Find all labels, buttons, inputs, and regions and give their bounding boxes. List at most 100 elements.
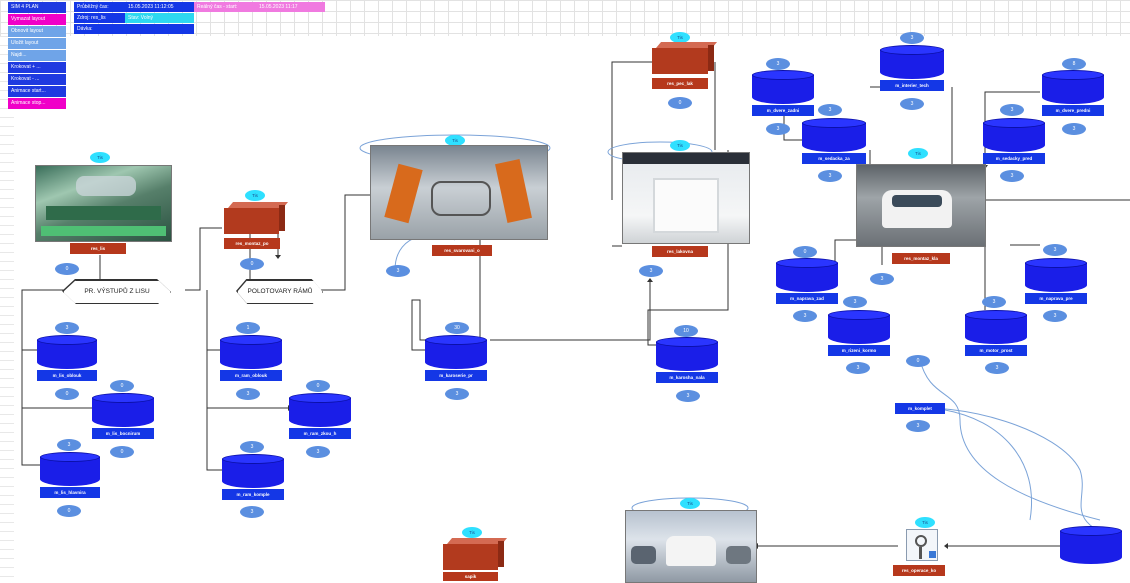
store-cylinder[interactable] — [983, 118, 1045, 152]
paint-booth-image[interactable] — [622, 152, 750, 244]
store-cylinder[interactable] — [880, 45, 944, 79]
store-count-bottom: 3 — [445, 388, 469, 400]
assembly-box[interactable] — [224, 202, 289, 234]
store-count-top: 3 — [1000, 104, 1024, 116]
store-count-bottom: 3 — [846, 362, 870, 374]
count-badge: 0 — [55, 263, 79, 275]
store-label: m_lis_bocnirum — [92, 428, 154, 439]
store-label: m_rizeni_kormo — [828, 345, 890, 356]
animation-start-button[interactable]: Animace start... — [8, 86, 66, 97]
store-cylinder[interactable] — [752, 70, 814, 104]
welding-robots-image[interactable] — [370, 145, 548, 240]
step-forward-button[interactable]: Krokovat + ... — [8, 62, 66, 73]
source-label: Zdroj: res_lis — [74, 13, 127, 23]
store-cylinder[interactable] — [1025, 258, 1087, 292]
store-cylinder[interactable] — [92, 393, 154, 427]
count-badge: 0 — [668, 97, 692, 109]
store-count-top: 3 — [57, 439, 81, 451]
store-count-bottom: 3 — [985, 362, 1009, 374]
resource-label: res_lis — [70, 243, 126, 254]
menu-title[interactable]: SIM 4 PLAN — [8, 2, 66, 13]
finished-cars-image[interactable] — [625, 510, 757, 583]
batch-label: Dávka: — [74, 24, 127, 34]
resource-label: res_montaz_po — [224, 238, 280, 249]
source-status: Stav: Volný — [125, 13, 194, 23]
count-badge: 0 — [240, 258, 264, 270]
store-cylinder[interactable] — [802, 118, 866, 152]
store-cylinder[interactable] — [828, 310, 890, 344]
store-count-bottom: 3 — [236, 388, 260, 400]
count-badge: 3 — [870, 273, 894, 285]
store-cylinder[interactable] — [776, 258, 838, 292]
store-count-bottom: 3 — [676, 390, 700, 402]
resource-label: res_lakovna — [652, 246, 708, 257]
store-count-top: 3 — [818, 104, 842, 116]
time-value: 15.05.2023 11:12:05 — [125, 2, 194, 12]
store-count-bottom: 3 — [1062, 123, 1086, 135]
store-count-top: 1 — [236, 322, 260, 334]
store-count-bottom: 3 — [1000, 170, 1024, 182]
store-cylinder[interactable] — [37, 335, 97, 369]
store-label: m_karoserie_pr — [425, 370, 487, 381]
resource-tag: Tis — [670, 32, 690, 43]
press-machine-image[interactable] — [35, 165, 172, 242]
resource-tag: Tis — [680, 498, 700, 509]
resource-tag: Tis — [908, 148, 928, 159]
decision-node[interactable]: PR. VÝSTUPŮ Z LISU — [63, 280, 171, 304]
step-back-button[interactable]: Krokovat - ... — [8, 74, 66, 85]
animation-stop-button[interactable]: Animace stop... — [8, 98, 66, 109]
store-count-bottom: 3 — [1043, 310, 1067, 322]
store-cylinder[interactable] — [220, 335, 282, 369]
find-button[interactable]: Najdi... — [8, 50, 66, 61]
resource-label: res_montaz_kla — [892, 253, 950, 264]
store-count-bottom: 0 — [110, 446, 134, 458]
storage-box[interactable] — [443, 538, 508, 570]
row-guides — [0, 36, 14, 581]
store-label: m_naprava_pre — [1025, 293, 1087, 304]
store-cylinder[interactable] — [40, 452, 100, 486]
store-cylinder[interactable] — [222, 454, 284, 488]
store-count-bottom: 3 — [818, 170, 842, 182]
store-cylinder[interactable] — [1042, 70, 1104, 104]
store-label: m_sedacka_za — [802, 153, 866, 164]
store-cylinder[interactable] — [289, 393, 351, 427]
store-count-top: 3 — [843, 296, 867, 308]
restore-layout-button[interactable]: Obnovit layout — [8, 26, 66, 37]
decision-node[interactable]: POLOTOVARY RÁMŮ — [237, 280, 323, 304]
store-label: m_karosha_nala — [656, 372, 718, 383]
store-label: m_ram_komple — [222, 489, 284, 500]
resource-tag: Tis — [90, 152, 110, 163]
resource-label: res_svarovani_o — [432, 245, 492, 256]
store-count-top: 0 — [110, 380, 134, 392]
final-assembly-image[interactable] — [856, 164, 986, 247]
store-count-top: 3 — [1043, 244, 1067, 256]
store-count-top: 30 — [445, 322, 469, 334]
store-count-bottom: 3 — [766, 123, 790, 135]
store-count-top: 3 — [240, 441, 264, 453]
store-cylinder[interactable] — [1060, 526, 1122, 564]
clear-layout-button[interactable]: Vymazat layout — [8, 14, 66, 25]
resource-tag: Tis — [245, 190, 265, 201]
store-count-top: 3 — [55, 322, 79, 334]
resource-tag: Tis — [670, 140, 690, 151]
store-cylinder[interactable] — [965, 310, 1027, 344]
store-label: m_interier_tech — [880, 80, 944, 91]
store-label: m_sedacky_pred — [983, 153, 1045, 164]
save-layout-button[interactable]: Uložit layout — [8, 38, 66, 49]
real-time-label: Reálný čas - start: — [194, 2, 257, 12]
store-count-top: 0 — [306, 380, 330, 392]
store-cylinder[interactable] — [425, 335, 487, 369]
resource-tag: Tis — [445, 135, 465, 146]
store-cylinder[interactable] — [656, 337, 718, 371]
quality-check-icon[interactable] — [906, 529, 938, 561]
resource-tag: Tis — [915, 517, 935, 528]
store-count-top: 3 — [900, 32, 924, 44]
resource-tag: Tis — [462, 527, 482, 538]
store-count-top: 0 — [793, 246, 817, 258]
oven-box[interactable] — [652, 42, 718, 74]
store-label: m_motor_prost — [965, 345, 1027, 356]
store-count-bottom: 3 — [900, 98, 924, 110]
real-time-value: 15.05.2023 11:17 — [256, 2, 325, 12]
store-count-bottom: 3 — [793, 310, 817, 322]
store-count-bottom: 0 — [57, 505, 81, 517]
